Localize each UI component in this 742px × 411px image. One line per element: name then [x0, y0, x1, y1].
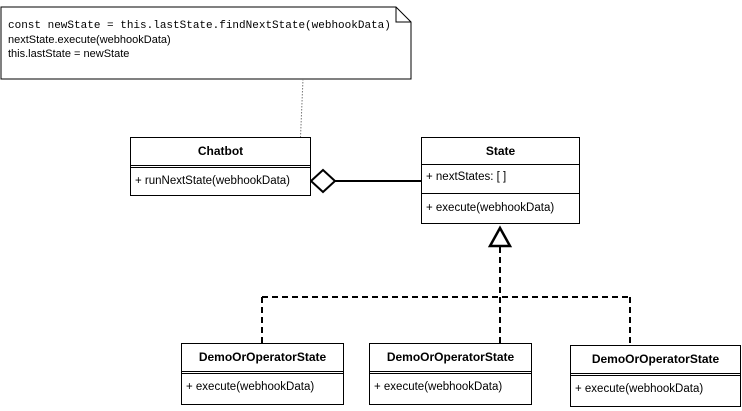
aggregation-diamond: [309, 168, 337, 194]
note-text: const newState = this.lastState.findNext…: [8, 19, 391, 61]
state-attribute: + nextStates: [ ]: [422, 165, 579, 194]
subclass-3-title: DemoOrOperatorState: [571, 346, 740, 376]
state-class-title: State: [422, 138, 579, 165]
note-shape: [0, 6, 412, 80]
note-line-1: const newState = this.lastState.findNext…: [8, 20, 391, 32]
state-class[interactable]: State + nextStates: [ ] + execute(webhoo…: [421, 137, 580, 224]
subclass-1-method: + execute(webhookData): [186, 381, 315, 393]
subclass-class-2[interactable]: DemoOrOperatorState + execute(webhookDat…: [369, 343, 532, 405]
subclass-2-title: DemoOrOperatorState: [370, 344, 531, 374]
subclass-3-method: + execute(webhookData): [575, 383, 704, 395]
subclass-class-3[interactable]: DemoOrOperatorState + execute(webhookDat…: [570, 345, 741, 407]
note-fold: [395, 7, 411, 23]
chatbot-method: + runNextState(webhookData): [135, 175, 291, 187]
chatbot-class[interactable]: Chatbot + runNextState(webhookData): [130, 137, 311, 196]
note-line-2: nextState.execute(webhookData): [8, 34, 171, 46]
chatbot-class-title: Chatbot: [131, 138, 310, 168]
subclass-class-1[interactable]: DemoOrOperatorState + execute(webhookDat…: [181, 343, 344, 405]
subclass-1-title: DemoOrOperatorState: [182, 344, 343, 374]
realization-arrowhead: [487, 225, 513, 248]
note-line-3: this.lastState = newState: [8, 48, 130, 60]
note-anchor-line: [298, 78, 304, 173]
subclass-2-method: + execute(webhookData): [374, 381, 503, 393]
state-method: + execute(webhookData): [426, 202, 555, 214]
